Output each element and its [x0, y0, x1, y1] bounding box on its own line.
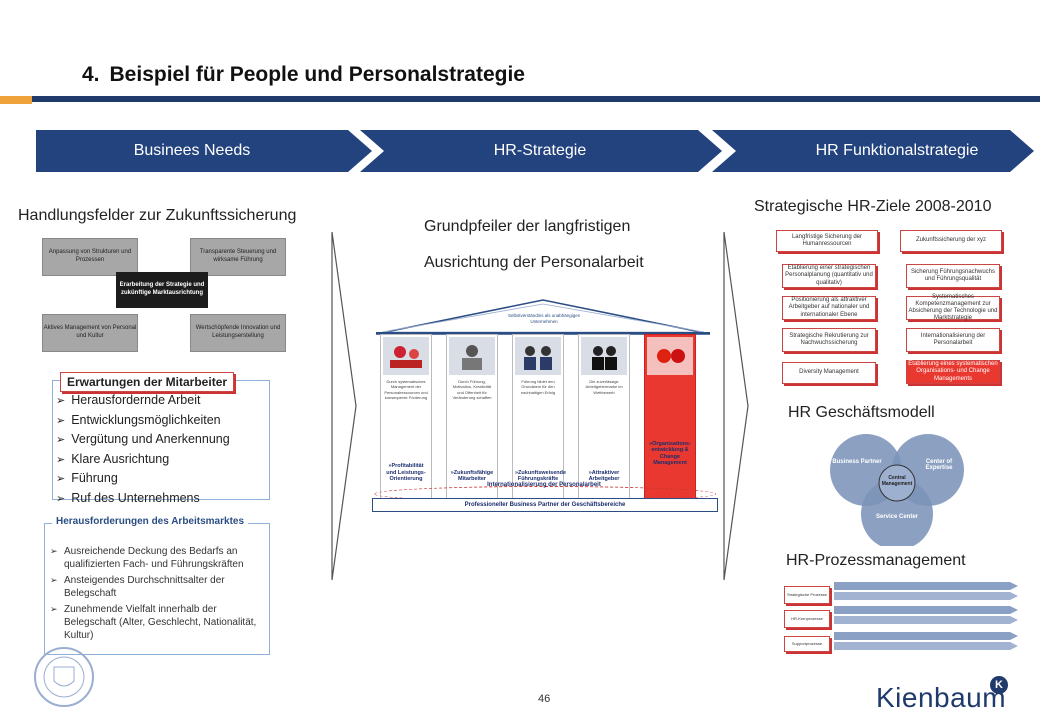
expectations-title: Erwartungen der Mitarbeiter [60, 372, 235, 392]
temple-base: Professioneller Business Partner der Ges… [372, 498, 718, 512]
expectation-item: Entwicklungsmöglichkeiten [56, 411, 266, 431]
goal-box: Diversity Management [782, 362, 876, 384]
roof-text: Selbstverständnis als unabhängiges Unter… [507, 313, 581, 324]
process-row-label: Strategische Prozesse [784, 586, 830, 604]
model-title: HR Geschäftsmodell [788, 404, 935, 421]
goal-box: Strategische Rekrutierung zur Nachwuchss… [782, 328, 876, 352]
chevron-shape-3 [712, 130, 1034, 172]
arrow-middle-to-right [723, 231, 749, 581]
pillar-photo-1 [383, 337, 429, 375]
chevron-hr-funktionalstrategie[interactable]: HR Funktionalstrategie [760, 130, 1034, 172]
quad-box-4: Wertschöpfende Innovation und Leistungse… [190, 314, 286, 352]
expectations-list: Herausfordernde Arbeit Entwicklungsmögli… [56, 391, 266, 508]
pillar-photo-2 [449, 337, 495, 375]
expectation-item: Vergütung und Anerkennung [56, 430, 266, 450]
goal-box: Zukunftssicherung der xyz [900, 230, 1002, 252]
page-number: 46 [538, 693, 551, 705]
people-photo-icon [524, 346, 552, 370]
center-strategy-box: Erarbeitung der Strategie und zukünftige… [116, 272, 208, 308]
central-management-circle [878, 464, 916, 502]
roof-beam [376, 332, 710, 334]
pillar-3: Führung bildet den Grundstein für den na… [512, 334, 567, 502]
pillar-label-4: »Attraktiver Arbeitgeber [588, 469, 620, 483]
pillar-4: Die zuverlässige Arbeitgebermarke im Wet… [578, 334, 630, 502]
circle-label-business-partner: Business Partner [832, 459, 882, 465]
university-seal-icon [34, 647, 94, 707]
process-diagram: Strategische Prozesse HR-Kernprozesse Su… [782, 580, 1020, 654]
arrow-left-to-middle [331, 231, 357, 581]
pillar-1: Durch systematisches Management der Pers… [380, 334, 432, 502]
chevron-label-2: HR-Strategie [493, 142, 587, 159]
hr-model-diagram [830, 434, 964, 546]
goal-box: Positionierung als attraktiver Arbeitgeb… [782, 296, 876, 320]
people-photo-icon [462, 345, 482, 370]
header-accent-bar [0, 96, 32, 104]
pillar-text-1: Durch systematisches Management der Pers… [384, 379, 428, 401]
market-title: Herausforderungen des Arbeitsmarktes [52, 516, 249, 527]
chevron-hr-strategie[interactable]: HR-Strategie [390, 130, 690, 172]
expectation-item: Herausfordernde Arbeit [56, 391, 266, 411]
goal-box: Etablierung einer strategischen Personal… [782, 264, 876, 288]
process-row-label: Supportprozesse [784, 636, 830, 652]
pillar-label-3: »Zukunftsweisende Führungskräfte [515, 469, 567, 483]
ellipse-text: Internationalisierung der Personalarbeit [487, 482, 601, 488]
middle-title-line1: Grundpfeiler der langfristigen [424, 218, 631, 235]
service-center-circle [861, 478, 933, 546]
pillar-5: »Organisations-entwicklung & Change Mana… [644, 334, 696, 502]
goal-box-highlight: Etablierung eines systematischen Organis… [906, 360, 1000, 384]
pillar-text-2: Durch Führung, Motivation, Kreativität u… [452, 379, 492, 401]
process-title: HR-Prozessmanagement [786, 552, 966, 569]
middle-title-line2: Ausrichtung der Personalarbeit [424, 254, 644, 271]
pillar-photo-5 [647, 337, 693, 375]
market-item: Zunehmende Vielfalt innerhalb der Belegs… [50, 603, 264, 642]
circle-label-central-management: Central Management [881, 475, 913, 487]
market-item: Ansteigendes Durchschnittsalter der Bele… [50, 574, 264, 600]
chevron-shape-2 [360, 130, 722, 172]
header-rule [32, 96, 1040, 102]
kienbaum-logo-mark: K [990, 676, 1008, 694]
slide-number: 4. [82, 63, 100, 86]
circle-label-center-of-expertise: Center of Expertise [925, 459, 953, 471]
left-section-title: Handlungsfelder zur Zukunftssicherung [18, 207, 297, 224]
market-list: Ausreichende Deckung des Bedarfs an qual… [50, 545, 264, 645]
chevron-shape-1 [36, 130, 372, 172]
quad-box-2: Transparente Steuerung und wirksame Führ… [190, 238, 286, 276]
chevron-label-3: HR Funktionalstrategie [815, 142, 979, 159]
goal-box: Internationalisierung der Personalarbeit [906, 328, 1000, 352]
chevron-business-needs[interactable]: Businees Needs [36, 130, 348, 172]
pillar-label-5: »Organisations-entwicklung & Change Mana… [649, 440, 691, 467]
chevron-label-1: Businees Needs [133, 142, 251, 159]
expectation-item: Klare Ausrichtung [56, 450, 266, 470]
market-item: Ausreichende Deckung des Bedarfs an qual… [50, 545, 264, 571]
pillar-2: Durch Führung, Motivation, Kreativität u… [446, 334, 498, 502]
pillar-label-2: »Zukunftsfähige Mitarbeiter [450, 469, 494, 483]
slide-title: 4. Beispiel für People und Personalstrate… [82, 63, 525, 87]
chevron-bar [36, 130, 1034, 172]
quad-box-3: Aktives Management von Personal und Kult… [42, 314, 138, 352]
kienbaum-logo: Kienbaum [876, 682, 1007, 713]
slide-title-text: Beispiel für People und Personalstrategi… [109, 63, 525, 86]
process-row-label: HR-Kernprozesse [784, 610, 830, 628]
goals-title: Strategische HR-Ziele 2008-2010 [754, 198, 992, 215]
goal-box: Systematisches Kompetenzmanagement zur A… [906, 294, 1000, 321]
pillar-label-1: »Profitabilität und Leistungs-Orientieru… [386, 463, 426, 483]
pillar-text-4: Die zuverlässige Arbeitgebermarke im Wet… [585, 379, 623, 395]
pillar-photo-4 [581, 337, 627, 375]
people-photo-icon [390, 346, 422, 368]
expectation-item: Führung [56, 469, 266, 489]
pillar-text-3: Führung bildet den Grundstein für den na… [520, 379, 556, 395]
process-arrows [834, 582, 1018, 650]
goal-box: Langfristige Sicherung der Humanressourc… [776, 230, 878, 252]
people-photo-icon [592, 346, 617, 370]
quad-box-1: Anpassung von Strukturen und Prozessen [42, 238, 138, 276]
expectation-item: Ruf des Unternehmens [56, 489, 266, 509]
apples-photo-icon [657, 349, 685, 363]
pillar-photo-3 [515, 337, 561, 375]
circle-label-service-center: Service Center [875, 514, 919, 520]
goal-box: Sicherung Führungsnachwuchs und Führungs… [906, 264, 1000, 288]
